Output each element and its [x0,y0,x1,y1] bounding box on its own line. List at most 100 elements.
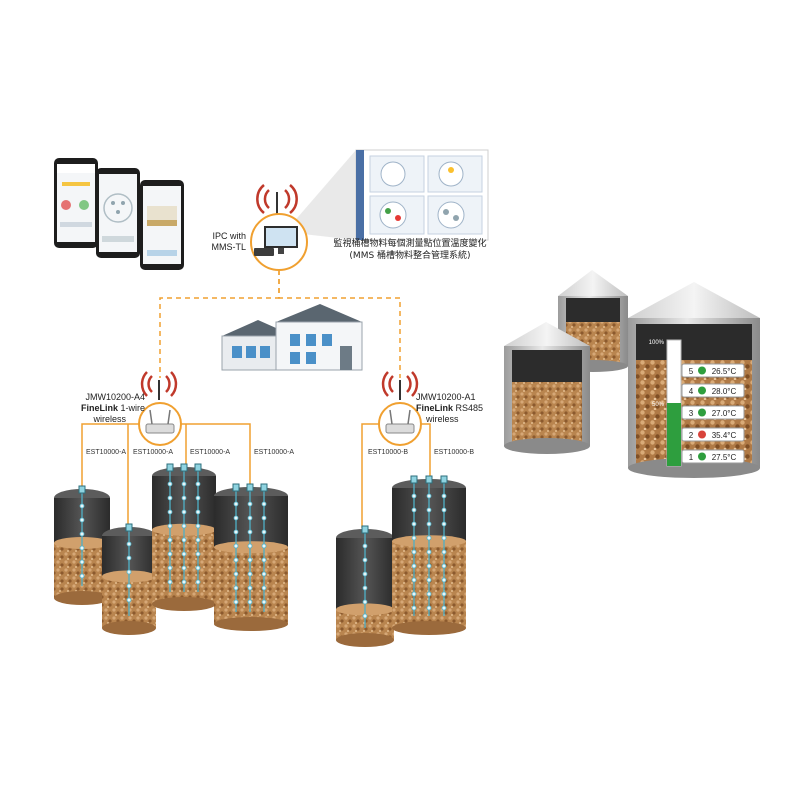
gateway-left-suffix: wireless [92,414,126,424]
sensor-point [233,571,239,577]
sensor-point [233,585,239,591]
temp-row-index: 4 [689,387,694,396]
sensor-point [167,481,173,487]
gateway-right-mode: RS485 [456,403,484,413]
level-label-top: 100% [649,340,665,346]
sensor-point [247,543,253,549]
sensor-point [426,549,432,555]
sensor-point [195,509,201,515]
temp-row-value: 26.5°C [712,367,737,376]
sensor-head [361,525,369,534]
wireless-antenna-icon [381,371,419,400]
silo-base [336,633,394,647]
sensor-point [181,551,187,557]
sensor-point [426,605,432,611]
sensor-point [426,493,432,499]
sensor-point [261,529,267,535]
sensor-point [126,541,132,547]
sensor-cable [260,483,268,612]
sensor-point [426,535,432,541]
sensor-head [180,463,188,472]
level-label-mid: 50% [652,402,665,408]
mobile-app-screens [54,158,184,270]
sensor-head [232,483,240,492]
sensor-point [233,515,239,521]
sensor-point [167,579,173,585]
sensor-point [426,521,432,527]
ipc-caption-line2: (MMS 桶槽物料整合管理系統) [349,249,470,261]
sensor-point [247,571,253,577]
sensor-point [441,591,447,597]
sensor-point [362,599,368,605]
sensor-point [411,591,417,597]
gateway-left-brand: FineLink [81,403,119,413]
temp-row-value: 27.0°C [712,409,737,418]
sensor-point [195,551,201,557]
right-wiring [361,423,431,528]
silo-base [152,597,216,611]
sensor-point [167,551,173,557]
sensor-cable [194,463,202,592]
sensor-head [125,523,133,532]
sensor-cable [361,525,369,628]
silo-base [54,591,110,605]
ipc-caption-line1: 監視桶槽物料每個測量點位置溫度變化 [333,237,486,249]
sensor-cable [410,475,418,616]
silo-3 [152,463,216,611]
sensor-point [233,557,239,563]
sensor-point [167,565,173,571]
sensor-point [441,549,447,555]
ipc-title-line2: MMS-TL [212,242,247,252]
left-wiring [81,423,251,526]
sensor-point [167,523,173,529]
temp-row-index: 2 [689,431,694,440]
silo-base [102,621,156,635]
metal-silo-big [628,282,760,478]
gateway-right-suffix: wireless [425,414,459,424]
sensor-point [181,523,187,529]
wireless-links [159,270,401,378]
sensor-point [126,597,132,603]
temp-row-value: 35.4°C [712,431,737,440]
sensor-point [261,599,267,605]
sensor-cable [425,475,433,616]
sensor-point [195,579,201,585]
sensor-cable [232,483,240,612]
sensor-point [195,523,201,529]
sensor-point [261,585,267,591]
sensor-point [247,529,253,535]
silo-4 [214,483,288,631]
sensor-point [411,507,417,513]
sensor-point [247,515,253,521]
sensor-point [411,493,417,499]
sensor-head [194,463,202,472]
sensor-point [411,549,417,555]
sensor-head [246,483,254,492]
sensor-point [126,583,132,589]
level-gauge-fill [667,403,681,466]
gateway-right-line2: FineLink RS485 [416,403,483,413]
temp-row-3: 3 27.0°C [681,405,745,420]
temp-status-dot [698,452,706,461]
phone-app-icon [140,180,184,270]
sensor-point [247,585,253,591]
temp-row-index: 3 [689,409,694,418]
sensor-point [411,577,417,583]
sensor-point [247,557,253,563]
wireless-antenna-icon [140,371,178,400]
sensor-point [441,563,447,569]
sensor-point [195,495,201,501]
sensor-point [362,585,368,591]
sensor-point [261,543,267,549]
sensor-point [411,521,417,527]
sensor-point [411,563,417,569]
sensor-point [79,545,85,551]
sensor-point [195,565,201,571]
sensor-point [426,591,432,597]
sensor-point [181,495,187,501]
sensor-point [441,605,447,611]
temp-status-dot [698,430,706,439]
sensor-point [247,599,253,605]
